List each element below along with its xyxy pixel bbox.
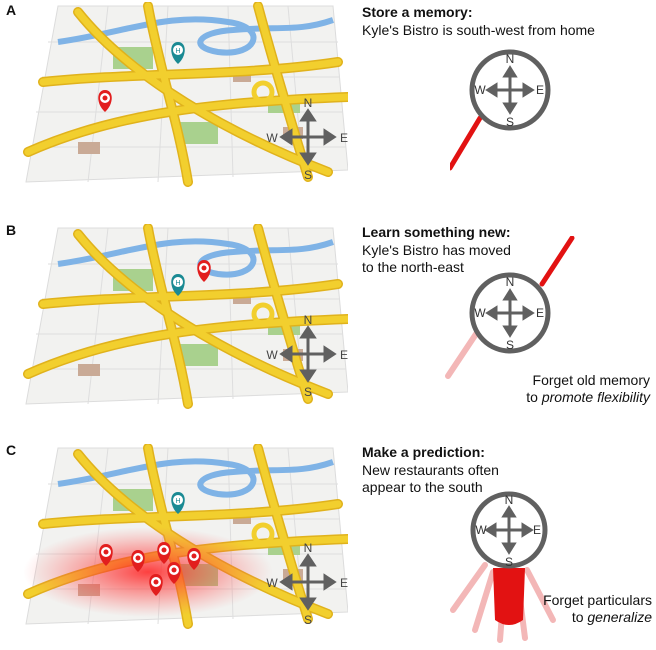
panel-note: Forget particulars to generalize	[500, 592, 652, 626]
home-pin-letter: H	[175, 280, 180, 287]
city-map: H N S W E	[23, 224, 348, 409]
panel-note: Forget old memory to promote flexibility	[470, 372, 650, 406]
note-emphasis: promote flexibility	[541, 389, 650, 405]
restaurant-pin	[131, 550, 145, 572]
map-compass-rose: N S W E	[266, 541, 348, 627]
panel-letter: C	[6, 442, 17, 458]
restaurant-heat-zone	[23, 527, 273, 617]
compass-w-label: W	[266, 576, 278, 590]
compass-w-label: W	[266, 131, 278, 145]
compass-e-label: E	[340, 576, 348, 590]
compass-w-label: W	[475, 523, 487, 537]
restaurant-pin	[167, 562, 181, 584]
restaurant-pin	[157, 542, 171, 564]
memory-needle	[450, 115, 483, 171]
compass-e-label: E	[536, 83, 544, 97]
home-pin: H	[171, 42, 185, 64]
note-line: Forget particulars	[543, 592, 652, 608]
compass-s-label: S	[304, 613, 312, 627]
restaurant-pin	[149, 574, 163, 596]
restaurant-pin	[197, 260, 211, 282]
note-line: Forget old memory	[532, 372, 650, 388]
compass-s-label: S	[304, 168, 312, 182]
home-pin-letter: H	[175, 498, 180, 505]
description-line: New restaurants often	[362, 462, 499, 478]
panel-letter: A	[6, 2, 17, 18]
home-pin-letter: H	[175, 48, 180, 55]
compass-s-label: S	[506, 338, 514, 352]
compass-s-label: S	[506, 115, 514, 129]
note-prefix: to	[571, 609, 588, 625]
panel-letter: B	[6, 222, 17, 238]
home-pin: H	[171, 492, 185, 514]
restaurant-pin	[187, 548, 201, 570]
panel-c: C	[0, 440, 656, 643]
compass-w-label: W	[474, 306, 486, 320]
restaurant-pin	[99, 544, 113, 566]
map-compass-rose: N S W E	[266, 96, 348, 182]
memory-compass: N S W E	[445, 236, 575, 379]
map-base	[23, 2, 348, 187]
panel-description: Kyle's Bistro has moved to the north-eas…	[362, 242, 642, 276]
generalized-needle	[493, 568, 525, 625]
city-map: H N S W E	[23, 2, 348, 187]
compass-e-label: E	[533, 523, 541, 537]
description-line: to the north-east	[362, 259, 464, 275]
memory-compass: N S W E	[450, 49, 551, 171]
compass-e-label: E	[536, 306, 544, 320]
compass-s-label: S	[304, 385, 312, 399]
note-prefix: to	[526, 389, 542, 405]
description-line: appear to the south	[362, 479, 483, 495]
compass-n-label: N	[304, 313, 313, 327]
old-memory-needle	[445, 328, 481, 379]
compass-n-label: N	[506, 52, 515, 66]
compass-s-label: S	[505, 555, 513, 569]
compass-e-label: E	[340, 348, 348, 362]
compass-n-label: N	[304, 541, 313, 555]
generalized-compass: N S W E	[450, 491, 556, 643]
compass-w-label: W	[266, 348, 278, 362]
panel-heading: Store a memory:	[362, 4, 473, 20]
compass-w-label: W	[474, 83, 486, 97]
new-memory-needle	[539, 236, 575, 287]
compass-e-label: E	[340, 131, 348, 145]
restaurant-pin	[98, 90, 112, 112]
panel-description: New restaurants often appear to the sout…	[362, 462, 642, 496]
compass-n-label: N	[505, 493, 514, 507]
note-emphasis: generalize	[587, 609, 652, 625]
compass-n-label: N	[304, 96, 313, 110]
map-compass-rose: N S W E	[266, 313, 348, 399]
panel-heading: Make a prediction:	[362, 444, 485, 460]
description-line: Kyle's Bistro is south-west from home	[362, 22, 595, 38]
panel-a: A	[0, 0, 656, 210]
city-map: H N S W E	[23, 444, 348, 629]
home-pin: H	[171, 274, 185, 296]
panel-description: Kyle's Bistro is south-west from home	[362, 22, 642, 39]
description-line: Kyle's Bistro has moved	[362, 242, 511, 258]
map-base	[23, 224, 348, 409]
panel-heading: Learn something new:	[362, 224, 511, 240]
panel-b: B	[0, 220, 656, 420]
compass-n-label: N	[506, 275, 515, 289]
